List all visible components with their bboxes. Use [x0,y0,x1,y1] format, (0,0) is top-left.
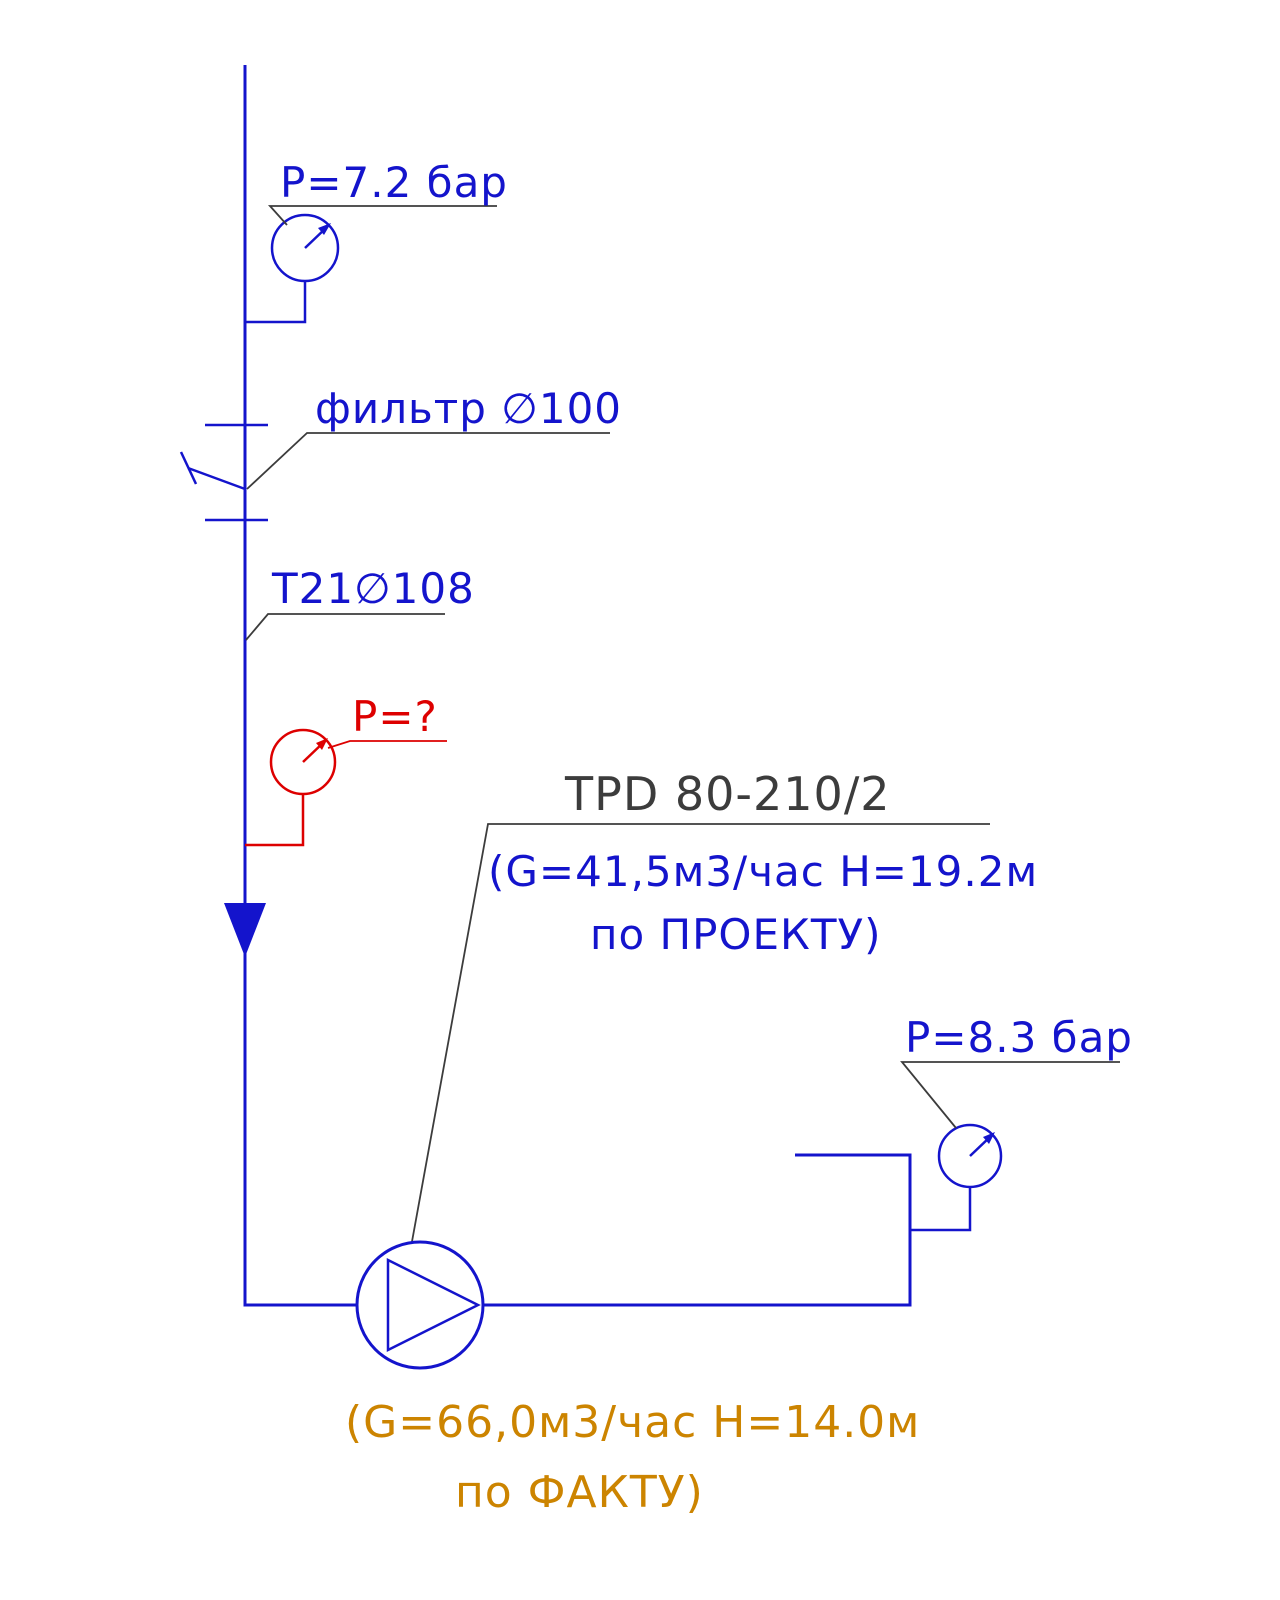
filter-label: фильтр ∅100 [315,384,622,433]
pressure-gauge-top-icon [270,213,340,283]
pump-discharge-pipe [483,1153,912,1307]
pipe-tag-label: Т21∅108 [271,564,475,613]
pressure-gauge-unknown-icon [269,728,337,796]
gauge-right-label: P=8.3 бар [905,1013,1133,1062]
flow-direction-arrow-icon [224,903,266,957]
gauge-top-leader-line [267,205,497,226]
gauge-right-connection-pipe [910,1187,972,1232]
pump-icon [355,1240,485,1370]
pump-design-spec-line2: по ПРОЕКТУ) [590,910,881,959]
gauge-right-leader-line [900,1061,1120,1129]
filter-diagonal-icon [187,466,246,491]
gauge-unknown-leader-line [327,740,447,749]
gauge-unknown-connection-pipe [245,794,305,847]
pump-model-label: ТРD 80-210/2 [564,767,891,821]
gauge-top-connection-pipe [245,281,307,324]
pump-design-spec-line1: (G=41,5м3/час Н=19.2м [488,847,1038,896]
filter-leader-line [246,432,610,490]
pump-fact-spec-line1: (G=66,0м3/час Н=14.0м [345,1397,920,1448]
pump-fact-spec-line2: по ФАКТУ) [455,1467,704,1518]
gauge-unknown-needle-tip-icon [316,738,328,750]
pipe-tag-leader-line [245,613,445,641]
pump-impeller-triangle-icon [386,1257,481,1353]
filter-end-tick-icon [179,451,198,485]
main-supply-pipe [243,65,357,1307]
pressure-gauge-right-icon [937,1123,1003,1189]
gauge-top-needle-tip-icon [318,223,331,235]
gauge-right-needle-tip-icon [983,1132,995,1144]
gauge-top-label: P=7.2 бар [280,158,508,207]
gauge-unknown-label: P=? [352,692,438,741]
pump-model-leader-line [410,823,990,1248]
